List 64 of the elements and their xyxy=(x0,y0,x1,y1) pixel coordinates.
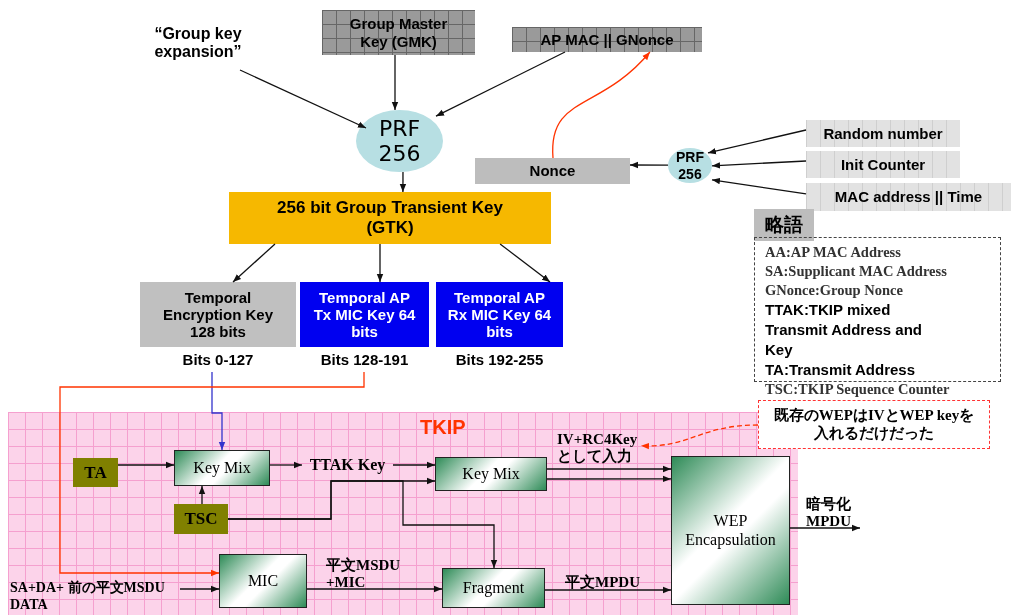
key-box: Temporal AP Rx MIC Key 64 bits xyxy=(436,282,563,347)
key-mix-box: Key Mix xyxy=(435,457,547,491)
arrow xyxy=(707,129,807,155)
bit-range-label: Bits 192-255 xyxy=(454,351,545,368)
prf-ellipse: PRF 256 xyxy=(356,110,443,172)
input-text: IV+RC4Keyとして入力 xyxy=(557,430,641,466)
arrow xyxy=(306,585,443,593)
key-box: AP MAC || GNonce xyxy=(512,27,702,52)
edge-label: 平文MSDU +MIC xyxy=(326,557,402,590)
arrow xyxy=(629,161,669,169)
arrow xyxy=(239,69,367,129)
key-box: 256 bit Group Transient Key (GTK) xyxy=(229,192,551,244)
arrow xyxy=(711,160,807,169)
input-text: SA+DA+ 前の平文MSDU DATA xyxy=(10,578,180,615)
arrow xyxy=(399,171,407,193)
input-box: TA xyxy=(73,458,118,487)
fragment-box: Fragment xyxy=(442,568,545,608)
panel-heading: 略語 xyxy=(754,209,814,241)
key-box: Group Master Key (GMK) xyxy=(322,10,475,55)
input-box: MAC address || Time xyxy=(806,183,1011,211)
abbreviation-text: TSC:TKIP Sequence Counter xyxy=(765,380,951,399)
arrow xyxy=(232,243,276,283)
arrow xyxy=(789,524,861,532)
abbreviation-text: GNonce:Group Nonce xyxy=(765,281,904,300)
note-text: “Group key expansion” xyxy=(138,16,258,70)
arrow xyxy=(499,243,551,283)
arrow xyxy=(198,485,206,505)
key-text: TTAK Key xyxy=(302,455,393,475)
arrow xyxy=(211,371,226,451)
arrow xyxy=(392,461,436,469)
abbreviation-text: TA:Transmit Address xyxy=(765,360,917,380)
region-title: TKIP xyxy=(420,416,466,439)
prf-ellipse: PRF 256 xyxy=(668,148,712,183)
arrow xyxy=(391,54,399,111)
abbreviation-text: SA:Supplicant MAC Address xyxy=(765,262,948,281)
mic-box: MIC xyxy=(219,554,307,608)
nonce-box: Nonce xyxy=(475,158,630,184)
arrow xyxy=(546,475,672,483)
edge-label: 平文MPDU xyxy=(565,574,640,591)
arrow xyxy=(269,461,303,469)
arrow xyxy=(435,51,566,117)
key-box: Temporal AP Tx MIC Key 64 bits xyxy=(300,282,429,347)
input-box: Random number xyxy=(806,120,960,147)
encapsulation-box: WEP Encapsulation xyxy=(671,456,790,605)
abbreviation-text: TTAK:TKIP mixed Transmit Address and Key xyxy=(765,300,923,360)
arrow xyxy=(59,371,365,577)
note-box: 既存のWEPはIVとWEP keyを入れるだけだった xyxy=(758,400,990,449)
arrow xyxy=(552,51,651,159)
arrow xyxy=(546,465,672,473)
input-box: Init Counter xyxy=(806,151,960,178)
key-mix-box: Key Mix xyxy=(174,450,270,486)
bit-range-label: Bits 128-191 xyxy=(319,351,410,368)
arrow xyxy=(376,243,384,283)
arrow xyxy=(640,424,759,450)
arrow xyxy=(711,177,807,195)
input-box: TSC xyxy=(174,504,228,534)
key-box: Temporal Encryption Key 128 bits xyxy=(140,282,296,347)
bit-range-label: Bits 0-127 xyxy=(181,351,255,368)
abbreviation-text: AA:AP MAC Address xyxy=(765,243,902,262)
arrow xyxy=(227,480,498,569)
arrow xyxy=(544,586,672,594)
arrow xyxy=(117,461,175,469)
arrow xyxy=(179,585,220,593)
edge-label: 暗号化MPDU xyxy=(806,496,852,529)
